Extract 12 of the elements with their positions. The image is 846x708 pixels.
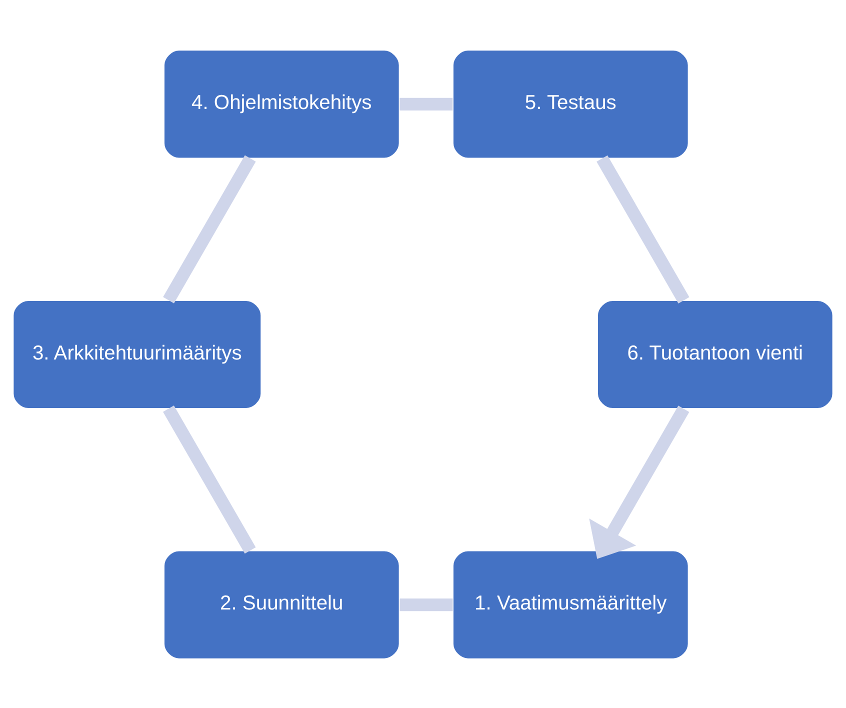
- node-box: 3. Arkkitehtuurimääritys: [12, 299, 262, 409]
- node-box: 6. Tuotantoon vienti: [596, 299, 834, 409]
- connector: [163, 154, 256, 303]
- connector: [596, 154, 690, 303]
- node-box: 4. Ohjelmistokehitys: [163, 48, 400, 159]
- node-box: 1. Vaatimusmäärittely: [452, 549, 690, 660]
- connector: [163, 405, 256, 554]
- connector: [400, 97, 453, 110]
- node-box: 2. Suunnittelu: [163, 549, 400, 660]
- node-box: 5. Testaus: [452, 48, 690, 159]
- arrow: [589, 405, 690, 558]
- connector: [400, 598, 453, 611]
